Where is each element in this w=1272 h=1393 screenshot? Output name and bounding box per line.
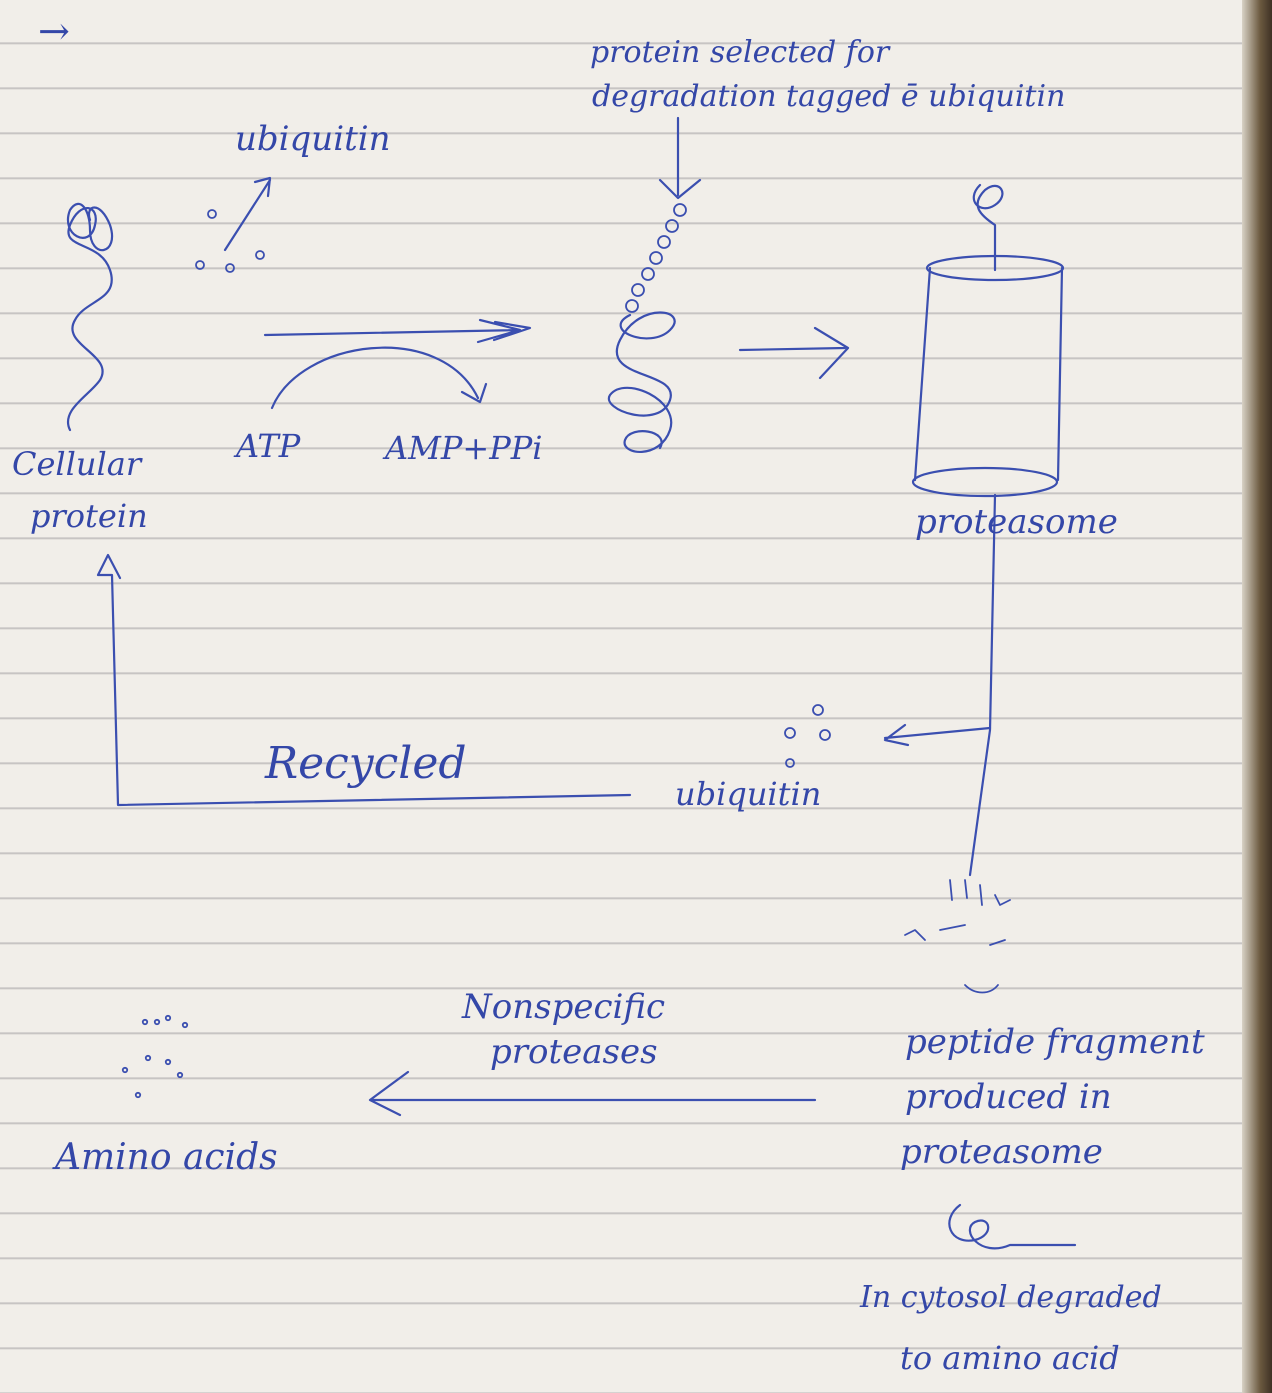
- atp-label: ATP: [236, 427, 301, 465]
- amp-ppi-label: AMP+PPi: [385, 429, 543, 467]
- proteasome-output-line: [968, 493, 997, 877]
- arrow-mark: →: [38, 9, 70, 53]
- notebook-edge: [1242, 0, 1272, 1393]
- amino-acid-dots: [121, 1014, 189, 1099]
- ubiquitin-label-bottom: ubiquitin: [675, 775, 822, 813]
- ubiquitin-up-arrow: [223, 176, 272, 252]
- atp-amp-curve-arrow: [270, 346, 488, 410]
- cellular-protein-label-line2: protein: [30, 497, 148, 535]
- peptide-label-line3: proteasome: [900, 1132, 1103, 1172]
- protease-arrow: [368, 1070, 817, 1117]
- ubiquitin-chain-pointer: [658, 116, 702, 200]
- cytosol-label-line1: In cytosol degraded: [860, 1280, 1162, 1315]
- to-proteasome-arrow: [738, 326, 850, 380]
- ubiquitin-dots-released: [784, 704, 831, 768]
- peptide-label-line2: produced in: [905, 1077, 1112, 1117]
- recycled-label: Recycled: [265, 738, 467, 789]
- ampersand-scribble: [948, 1203, 1077, 1250]
- cellular-protein-label-line1: Cellular: [12, 445, 142, 483]
- amino-acids-label: Amino acids: [55, 1137, 278, 1178]
- cytosol-label-line2: to amino acid: [900, 1339, 1120, 1377]
- ubiquitin-dots-top: [195, 209, 265, 273]
- proteasome-cylinder: [911, 183, 1065, 498]
- proteasome-label: proteasome: [915, 502, 1118, 542]
- tagged-protein-coil: [607, 311, 676, 453]
- peptide-label-line1: peptide fragment: [905, 1022, 1205, 1062]
- ubiquitin-label-top: ubiquitin: [235, 119, 391, 159]
- peptide-fragments: [904, 879, 1011, 994]
- protein-selected-label-line2: degradation tagged ē ubiquitin: [592, 79, 1066, 114]
- ubiquitin-chain: [625, 203, 687, 313]
- main-reaction-arrow: [263, 318, 532, 344]
- ubiquitin-release-arrow: [883, 723, 992, 747]
- protein-selected-label-line1: protein selected for: [590, 35, 890, 70]
- nonspecific-label-line1: Nonspecific: [462, 987, 666, 1027]
- recycle-loop-line: [96, 553, 632, 807]
- cellular-protein-coil: [66, 202, 113, 432]
- nonspecific-label-line2: proteases: [490, 1032, 658, 1072]
